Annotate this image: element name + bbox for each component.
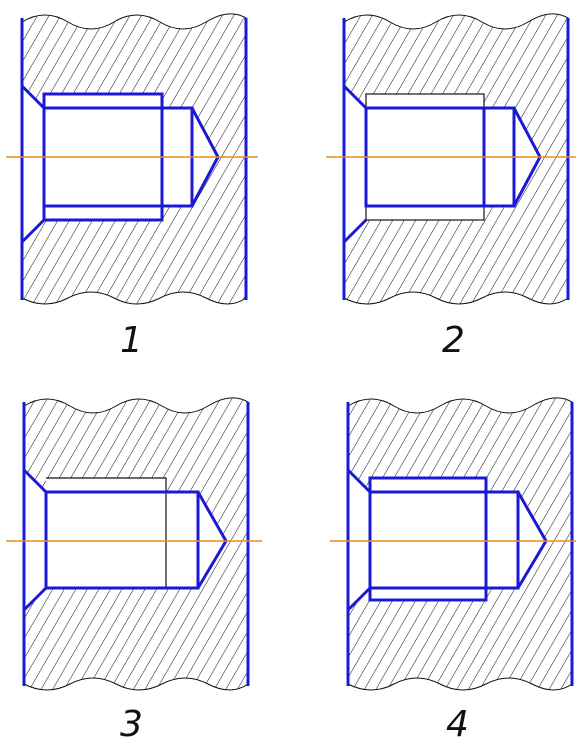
variant-3-label: 3 — [120, 704, 143, 743]
variant-2-label: 2 — [442, 320, 465, 361]
variant-3: 3 — [6, 397, 262, 743]
variant-4-label: 4 — [446, 704, 469, 743]
hole-cavity — [348, 470, 546, 610]
chamfer — [346, 468, 372, 612]
hole-cavity — [24, 470, 226, 610]
variant-2: 2 — [326, 13, 576, 361]
variant-1: 1 — [6, 13, 258, 361]
hole-cavity — [344, 86, 540, 242]
variant-1-label: 1 — [120, 320, 143, 361]
chamfer — [20, 84, 46, 244]
chamfer — [342, 84, 368, 244]
variant-4: 4 — [330, 397, 576, 743]
hole-cavity — [22, 86, 218, 242]
chamfer — [22, 468, 48, 612]
